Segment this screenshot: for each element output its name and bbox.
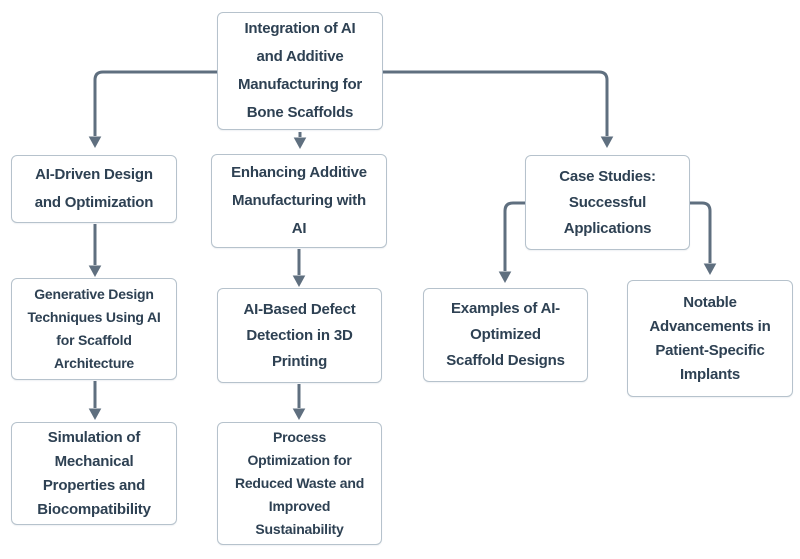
node-simulation-mechanical-properties: Simulation of Mechanical Properties and …: [11, 422, 177, 525]
node-patient-specific-implants: Notable Advancements in Patient-Specific…: [627, 280, 793, 397]
edge-left2-left3: [88, 381, 102, 420]
edge-mid2-mid3: [292, 384, 306, 420]
edge-left1-left2: [88, 224, 102, 277]
arrowhead-down-icon: [88, 136, 102, 148]
arrowhead-down-icon: [600, 136, 614, 148]
node-label: AI-Based Defect Detection in 3D Printing: [243, 300, 356, 370]
node-process-optimization: Process Optimization for Reduced Waste a…: [217, 422, 382, 545]
edge-right1-right2b: [690, 201, 717, 275]
node-label: Generative Design Techniques Using AI fo…: [27, 286, 161, 371]
edge-root-right1: [383, 70, 614, 148]
node-examples-ai-optimized-scaffolds: Examples of AI- Optimized Scaffold Desig…: [423, 288, 588, 382]
node-label: Integration of AI and Additive Manufactu…: [237, 20, 363, 121]
node-label: Enhancing Additive Manufacturing with AI: [231, 164, 367, 237]
node-label: AI-Driven Design and Optimization: [34, 166, 154, 211]
arrowhead-down-icon: [703, 263, 717, 275]
arrowhead-down-icon: [88, 408, 102, 420]
node-label: Process Optimization for Reduced Waste a…: [234, 429, 365, 537]
edge-line: [383, 70, 609, 136]
edge-root-left1: [88, 70, 217, 148]
node-enhancing-additive-manufacturing: Enhancing Additive Manufacturing with AI: [211, 154, 387, 248]
arrowhead-down-icon: [292, 408, 306, 420]
edge-line: [93, 70, 217, 136]
edge-line: [503, 201, 525, 271]
edge-root-mid1: [293, 132, 307, 149]
node-label: Notable Advancements in Patient-Specific…: [649, 293, 771, 383]
node-case-studies: Case Studies: Successful Applications: [525, 155, 690, 250]
arrowhead-down-icon: [498, 271, 512, 283]
edge-mid1-mid2: [292, 249, 306, 287]
node-label: Examples of AI- Optimized Scaffold Desig…: [446, 300, 565, 369]
arrowhead-down-icon: [292, 275, 306, 287]
arrowhead-down-icon: [88, 265, 102, 277]
node-ai-defect-detection: AI-Based Defect Detection in 3D Printing: [217, 288, 382, 383]
node-generative-design-techniques: Generative Design Techniques Using AI fo…: [11, 278, 177, 380]
edge-line: [690, 201, 712, 263]
node-root: Integration of AI and Additive Manufactu…: [217, 12, 383, 130]
node-ai-driven-design: AI-Driven Design and Optimization: [11, 155, 177, 223]
edge-right1-right2a: [498, 201, 525, 283]
arrowhead-down-icon: [293, 137, 307, 149]
node-label: Simulation of Mechanical Properties and …: [37, 428, 151, 518]
node-label: Case Studies: Successful Applications: [559, 167, 656, 237]
